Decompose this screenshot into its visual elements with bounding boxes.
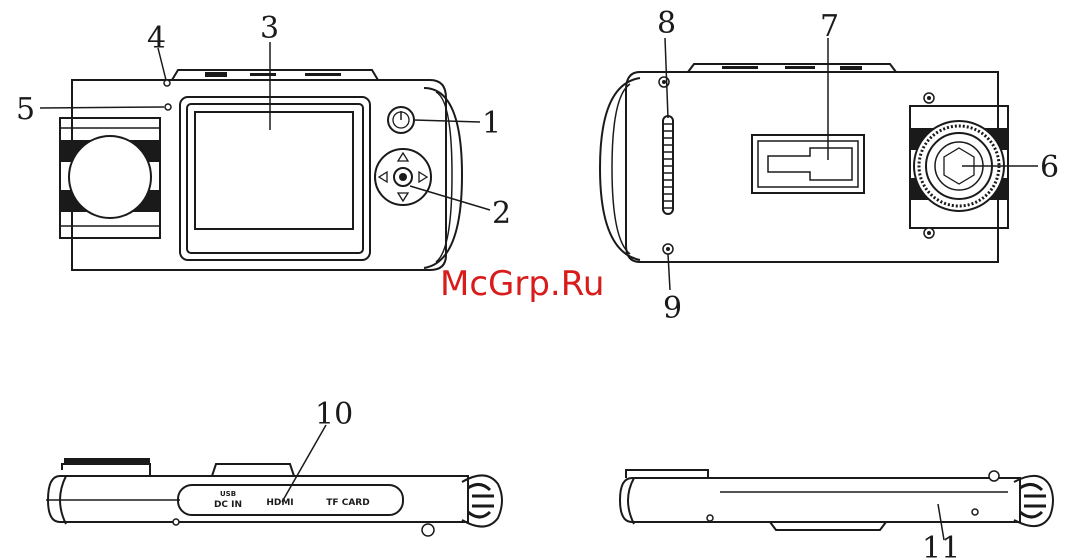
- side-right-body: [620, 478, 1020, 522]
- leader-1: [414, 120, 480, 122]
- dc-in-label: DC IN: [214, 500, 242, 510]
- watermark: McGrp.Ru: [440, 264, 604, 304]
- side-left-screw: [422, 524, 434, 536]
- side-right-lens-front: [628, 478, 634, 524]
- side-left-top-bump: [212, 464, 294, 476]
- screen-bezel: [180, 97, 370, 260]
- front-right-end-inner: [436, 92, 452, 262]
- callout-5: 5: [16, 92, 35, 127]
- microphone-hole: [165, 104, 171, 110]
- side-view-bottom: 11: [620, 470, 1053, 560]
- side-view-ports: USB DC IN HDMI TF CARD 10: [46, 397, 502, 536]
- callout-4: 4: [147, 21, 166, 56]
- mount-slot-outer: [752, 135, 864, 193]
- usb-top-label: USB: [220, 490, 236, 498]
- back-top-mark-1: [722, 66, 758, 69]
- side-right-screw: [989, 471, 999, 481]
- side-right-bottom-bump: [770, 522, 886, 530]
- screw-lens-top-center: [927, 96, 931, 100]
- front-top-mark-1: [205, 72, 227, 77]
- side-left-lens-block: [62, 464, 150, 476]
- screen-bezel-inner: [187, 104, 363, 253]
- callout-1: 1: [482, 106, 501, 141]
- mount-slot-tab: [768, 148, 852, 180]
- side-right-knob-grip: [1020, 484, 1046, 517]
- callout-10: 10: [315, 397, 353, 432]
- callout-11: 11: [922, 531, 960, 560]
- lcd-screen: [195, 112, 353, 229]
- side-right-hole: [972, 509, 978, 515]
- indicator-light: [164, 80, 170, 86]
- joystick-center-dot: [399, 173, 407, 181]
- side-left-knob-grip: [468, 484, 494, 517]
- callout-3: 3: [260, 11, 279, 46]
- callout-2: 2: [492, 196, 511, 231]
- front-top-mark-3: [305, 73, 341, 76]
- front-top-mark-2: [250, 73, 276, 76]
- front-lens-circle: [69, 136, 151, 218]
- side-right-hole-left: [707, 515, 713, 521]
- side-right-lens-block: [626, 470, 708, 478]
- front-view: 1 2 3 4 5: [16, 11, 511, 270]
- screw-top-left-center: [662, 80, 666, 84]
- back-top-mark-3: [840, 66, 862, 70]
- back-left-end-inner: [612, 84, 630, 254]
- back-left-end: [600, 78, 640, 260]
- callout-8: 8: [657, 6, 676, 41]
- leader-5: [40, 107, 164, 108]
- hdmi-label: HDMI: [266, 498, 293, 508]
- screw-lens-bottom-center: [927, 231, 931, 235]
- callout-6: 6: [1040, 150, 1059, 185]
- leader-9: [668, 254, 670, 290]
- side-left-hole: [173, 519, 179, 525]
- screw-bottom-left-center: [666, 247, 670, 251]
- side-left-lens-stripe: [64, 458, 150, 464]
- callout-9: 9: [663, 291, 682, 326]
- back-top-mark-2: [785, 66, 815, 69]
- back-view: 8 7 6 9: [600, 6, 1059, 326]
- tf-card-label: TF CARD: [326, 498, 369, 508]
- callout-7: 7: [820, 9, 839, 44]
